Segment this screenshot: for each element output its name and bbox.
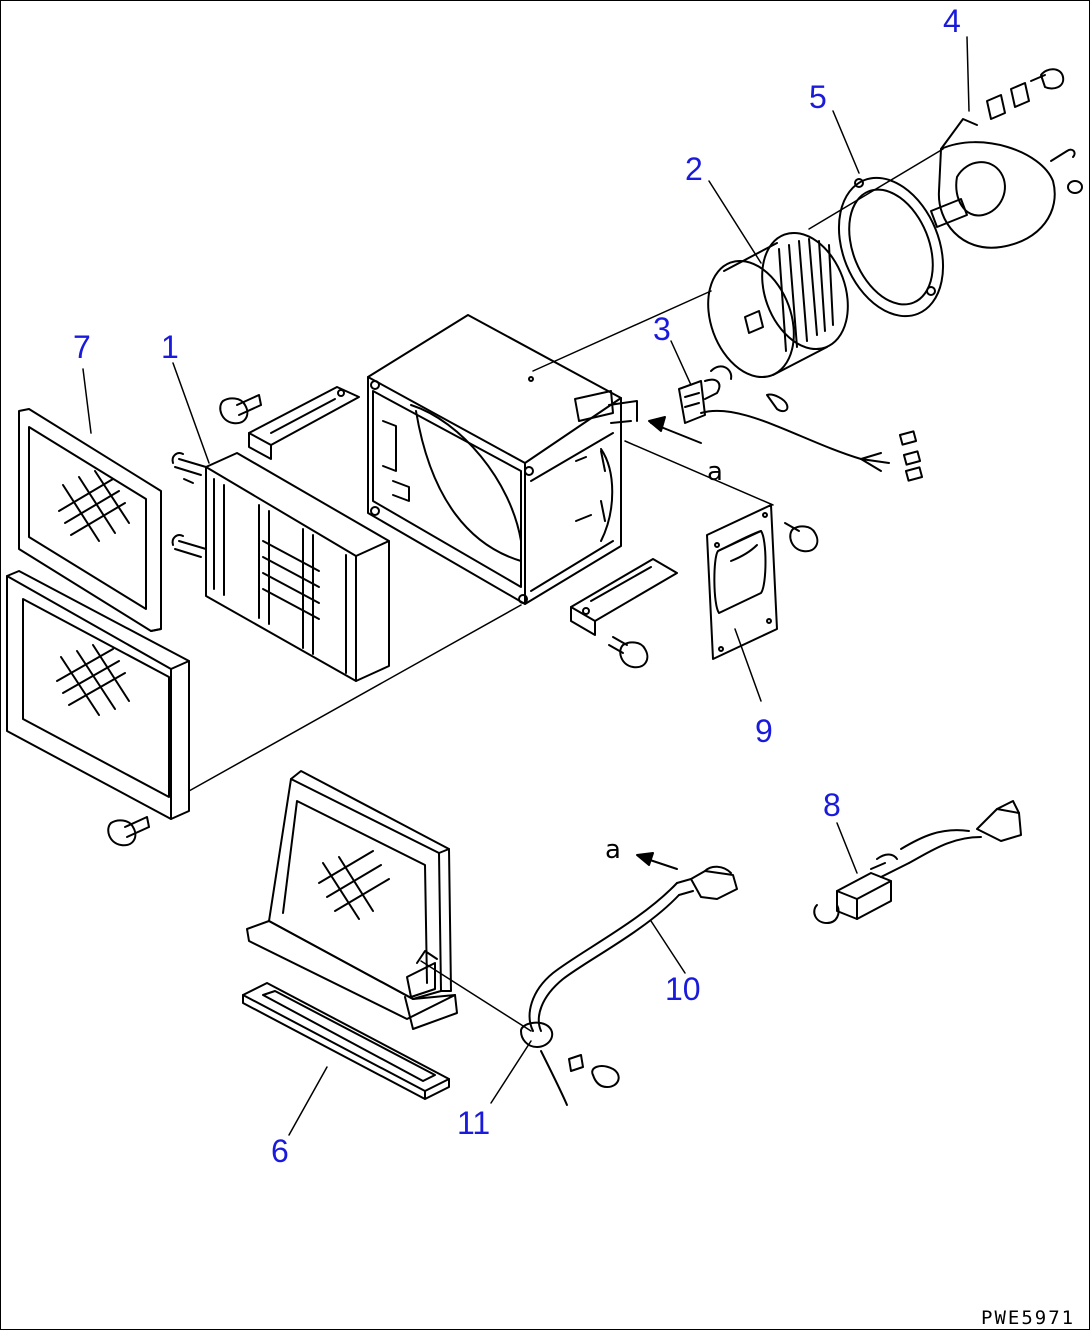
mounting-bracket-lower <box>570 558 678 636</box>
callout-5: 5 <box>809 79 827 115</box>
view-label-a-top: a <box>707 457 723 487</box>
callout-8: 8 <box>823 787 841 823</box>
screw-flange <box>784 522 819 553</box>
alignment-lines <box>188 148 944 1032</box>
heater-core <box>171 452 390 682</box>
resistor <box>678 365 924 482</box>
motor-gasket <box>837 176 945 318</box>
view-label-a-bottom: a <box>605 835 621 865</box>
screw-upper-left <box>219 394 262 425</box>
callout-6: 6 <box>271 1133 289 1169</box>
callout-leaders <box>82 36 970 1136</box>
filter-7-upper <box>18 408 162 632</box>
blower-fan <box>707 231 849 379</box>
callout-10: 10 <box>665 971 701 1007</box>
callout-9: 9 <box>755 713 773 749</box>
drawing-code: PWE5971 <box>981 1307 1076 1329</box>
callout-7: 7 <box>73 329 91 365</box>
callout-1: 1 <box>161 329 179 365</box>
blower-motor <box>930 118 1083 249</box>
callout-4: 4 <box>943 3 961 39</box>
control-cable <box>520 865 738 1106</box>
callout-3: 3 <box>653 311 671 347</box>
callout-11: 11 <box>457 1105 491 1141</box>
mounting-bracket-upper <box>248 386 360 460</box>
callout-2: 2 <box>685 151 703 187</box>
motor-bolts <box>986 68 1065 120</box>
outlet-gasket <box>242 982 450 1100</box>
duct-flange <box>706 504 778 660</box>
blower-switch <box>813 800 1022 924</box>
outlet-louver <box>246 770 458 1030</box>
filter-7-lower <box>6 570 190 820</box>
blower-case <box>367 314 638 605</box>
view-arrow-a-bottom <box>636 852 678 870</box>
view-arrow-a-top <box>648 416 702 444</box>
screw-lower-bracket <box>608 636 649 669</box>
screw-lower-left <box>107 816 150 847</box>
